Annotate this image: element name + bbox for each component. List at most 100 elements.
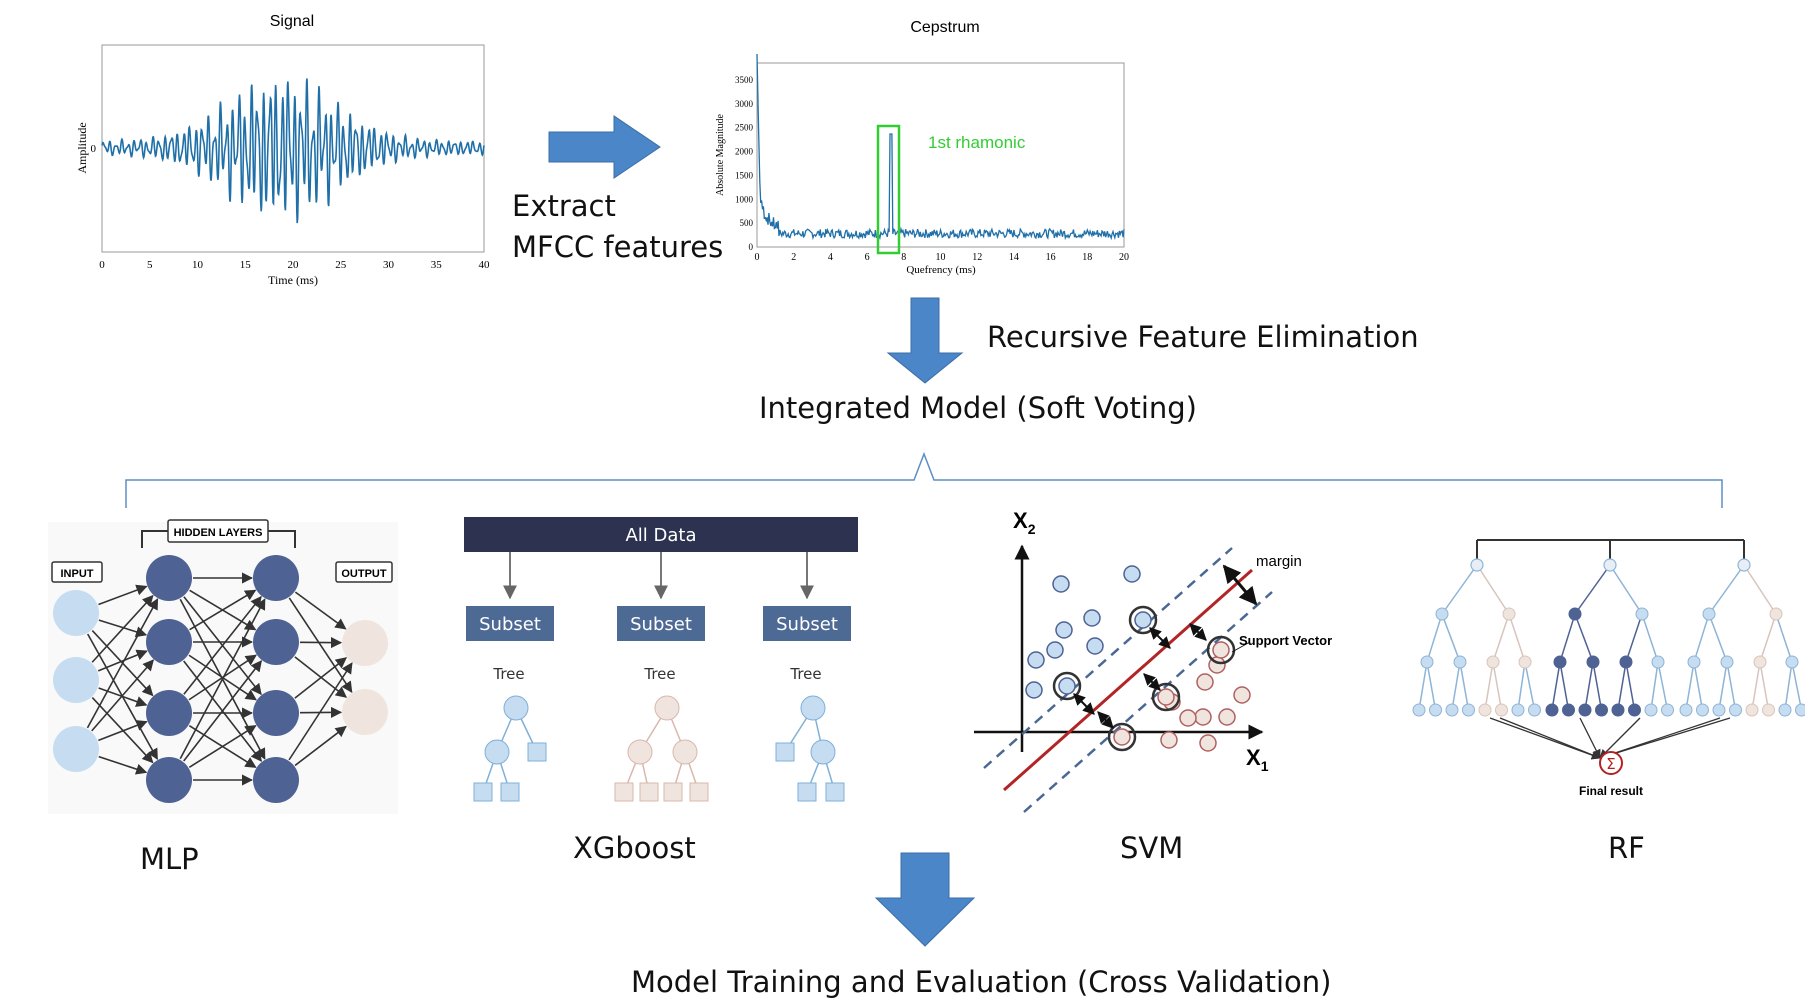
svm-diagram: X2 X1 margin Support Vector: [974, 508, 1332, 813]
subset-label: Subset: [630, 614, 692, 635]
subset-label: Subset: [776, 614, 838, 635]
support-vector-b: [1113, 728, 1131, 746]
signal-y-zero: 0: [91, 143, 97, 155]
subset-box: [617, 606, 705, 641]
rf-vote-arrow: [1499, 717, 1601, 760]
mlp-edge: [189, 589, 257, 631]
support-vector-ring: [1206, 635, 1236, 665]
mlp-edge: [91, 697, 154, 764]
rf-diagram: Σ Final result: [1412, 539, 1805, 798]
tree-leaf: [473, 782, 493, 802]
cepstrum-y-tick: 3500: [735, 75, 754, 85]
tree-leaf: [797, 782, 817, 802]
signal-x-tick: 20: [288, 259, 300, 271]
signal-x-tick: 40: [479, 259, 491, 271]
tree-node: [627, 739, 653, 765]
mlp-edge: [86, 598, 159, 729]
rf-leaf: [1412, 703, 1426, 717]
hidden-node: [146, 619, 192, 665]
support-vector-a: [1058, 677, 1076, 695]
cepstrum-x-tick: 0: [755, 252, 760, 263]
tree-label: Tree: [492, 665, 524, 683]
rf-leaf: [1595, 703, 1608, 717]
svm-x2-label: X2: [1013, 508, 1036, 537]
signal-title: Signal: [270, 13, 314, 30]
mlp-edge: [179, 598, 266, 760]
output-label: OUTPUT: [341, 568, 387, 580]
hidden-node: [146, 757, 192, 803]
hidden-node: [253, 690, 299, 736]
tree-node: [800, 695, 826, 721]
tree-leaf: [527, 742, 547, 762]
rf-node: [1470, 558, 1484, 572]
svm-caption: SVM: [1120, 831, 1184, 865]
class-a-point: [1052, 575, 1070, 593]
margin-arrow: [1149, 627, 1171, 649]
class-a-point: [1123, 565, 1141, 583]
rf-leaf: [1745, 703, 1759, 717]
rf-leaf: [1729, 703, 1742, 717]
input-node: [53, 726, 99, 772]
rf-node: [1420, 655, 1434, 669]
extract-label-line1: Extract: [512, 189, 616, 223]
signal-x-tick: 5: [147, 259, 153, 271]
support-vector-ring: [1052, 671, 1082, 701]
mlp-edge: [97, 649, 148, 672]
cepstrum-x-tick: 18: [1082, 252, 1092, 263]
rf-leaf: [1429, 703, 1442, 717]
input-node: [53, 657, 99, 703]
rf-vote-arrow: [1579, 717, 1601, 759]
tree-leaf: [614, 782, 634, 802]
mlp-nodes: [53, 555, 388, 803]
support-vector-ring: [1128, 605, 1158, 635]
margin-label: margin: [1256, 553, 1302, 570]
mlp-diagram: HIDDEN LAYERS INPUT OUTPUT: [48, 519, 398, 814]
rf-leaf: [1611, 703, 1625, 717]
cepstrum-xlabel: Quefrency (ms): [906, 264, 976, 276]
rf-leaf: [1462, 703, 1475, 717]
rfe-label: Recursive Feature Elimination: [987, 320, 1419, 354]
input-label: INPUT: [61, 568, 94, 580]
rf-node: [1702, 607, 1716, 621]
rf-node: [1553, 655, 1567, 669]
harmonic-label: 1st rhamonic: [928, 133, 1026, 152]
hidden-node: [146, 690, 192, 736]
class-b-point: [1218, 708, 1236, 726]
class-b-point: [1196, 673, 1214, 691]
rf-leaf: [1562, 703, 1575, 717]
tree-leaf: [663, 782, 683, 802]
subset-box: [466, 606, 554, 641]
cepstrum-ylabel: Absolute Magnitude: [715, 113, 726, 195]
cepstrum-frame: [756, 62, 1125, 248]
cepstrum-x-tick: 14: [1009, 252, 1019, 263]
class-a-point: [1083, 609, 1101, 627]
cepstrum-x-tick: 10: [936, 252, 946, 263]
rf-leaf: [1778, 703, 1792, 717]
xgboost-caption: XGboost: [573, 831, 696, 865]
margin-arrow: [1189, 623, 1207, 641]
rf-node: [1586, 655, 1600, 669]
output-node: [342, 620, 388, 666]
extract-arrow: [548, 115, 661, 179]
cepstrum-y-tick: 500: [740, 218, 754, 228]
support-vector-b: [1157, 688, 1175, 706]
signal-x-tick: 35: [431, 259, 443, 271]
signal-x-tick: 30: [383, 259, 395, 271]
rf-leaf: [1628, 703, 1641, 717]
rf-trees: [1412, 558, 1805, 760]
rf-node: [1769, 607, 1783, 621]
sum-symbol: Σ: [1606, 755, 1615, 773]
support-vector-a: [1134, 611, 1152, 629]
hidden-node: [253, 555, 299, 601]
svm-x1-label: X1: [1246, 745, 1269, 774]
rf-leaf: [1528, 703, 1541, 717]
tree-label: Tree: [789, 665, 821, 683]
cepstrum-x-tick: 2: [791, 252, 796, 263]
rf-node: [1635, 607, 1649, 621]
mlp-edge: [91, 594, 154, 663]
class-b-point: [1233, 686, 1251, 704]
mlp-edge: [91, 659, 154, 732]
